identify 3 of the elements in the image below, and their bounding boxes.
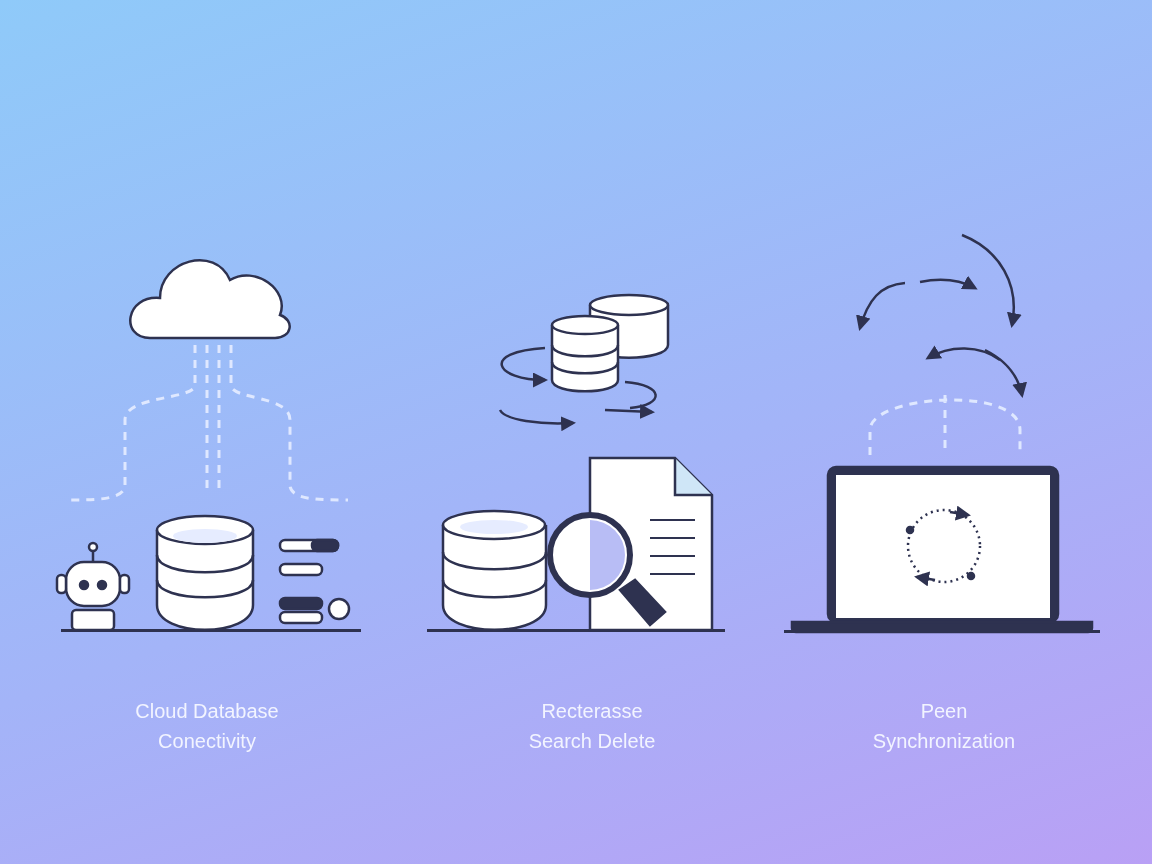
caption-text: Cloud Database Conectivity — [134, 699, 280, 754]
caption-text: Peen Synchronization — [871, 699, 1017, 754]
caption-text: Recterasse Search Delete — [527, 699, 657, 754]
